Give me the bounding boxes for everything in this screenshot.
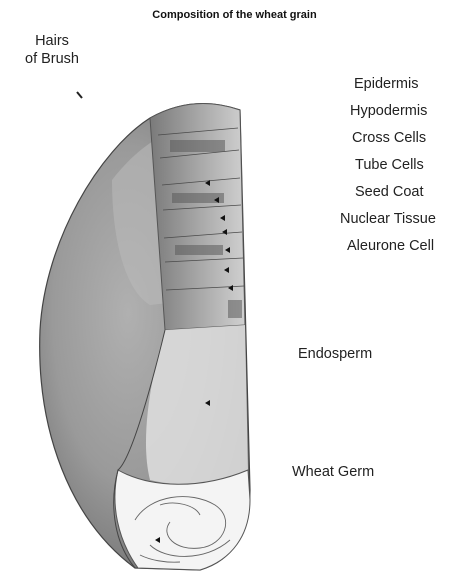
hairs-pointer: [77, 92, 82, 98]
seed-layers-cutaway: [150, 104, 245, 330]
endosperm-region: [146, 325, 248, 484]
